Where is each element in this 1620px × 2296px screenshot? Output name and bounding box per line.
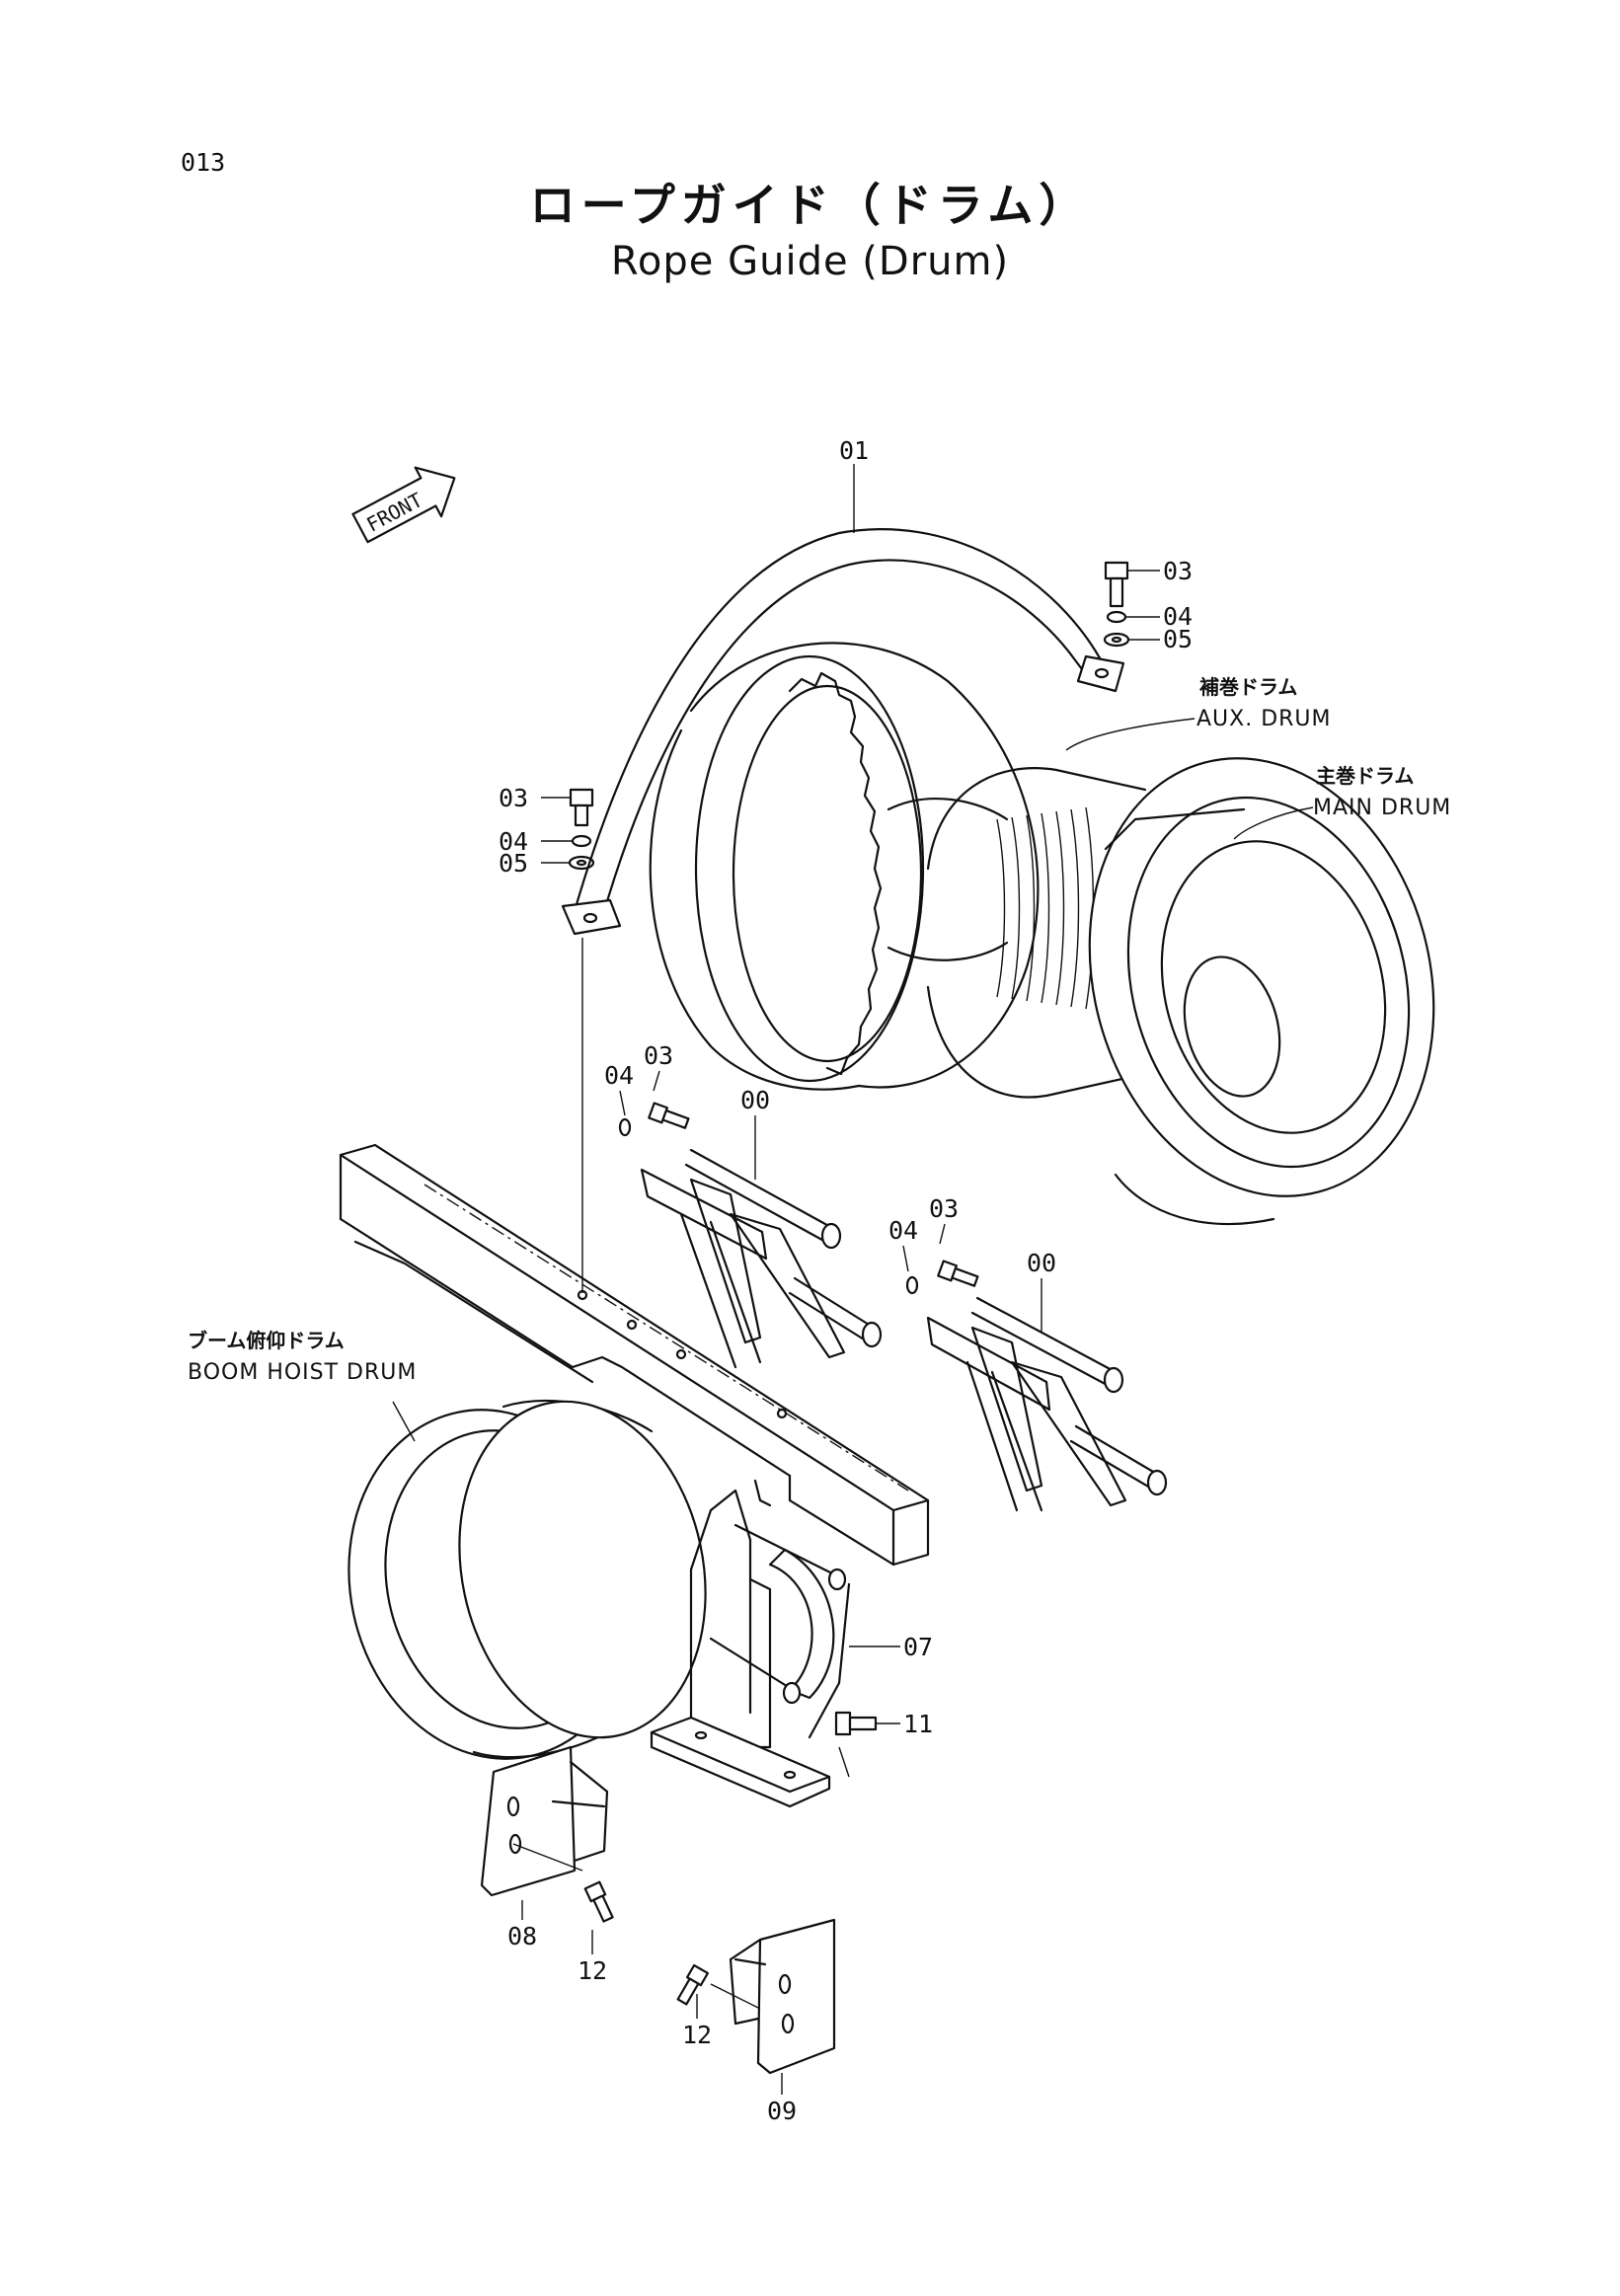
callout-11: 11 bbox=[903, 1710, 933, 1738]
callout-05-top: 05 bbox=[1163, 625, 1193, 653]
lock-washer-icon bbox=[905, 1275, 919, 1295]
rope-guide-bracket-2 bbox=[926, 1296, 1168, 1512]
callout-04-left: 04 bbox=[499, 827, 528, 856]
cross-beam bbox=[339, 1143, 930, 1567]
title-japanese: ロープガイド（ドラム） bbox=[529, 179, 1091, 232]
bolt-icon bbox=[937, 1260, 979, 1287]
callout-01: 01 bbox=[839, 436, 869, 465]
callout-03-left: 03 bbox=[499, 784, 528, 812]
drum-bracket bbox=[650, 1489, 851, 1808]
bolt-icon bbox=[676, 1963, 710, 2006]
callout-12-second: 12 bbox=[682, 2021, 712, 2049]
callout-04-top: 04 bbox=[1163, 602, 1193, 631]
plate-08 bbox=[480, 1745, 609, 1897]
boom-hoist-label-jp: ブーム俯仰ドラム bbox=[188, 1329, 345, 1352]
callout-numbers: 01 03 04 05 03 04 05 04 03 00 04 03 00 0… bbox=[499, 436, 1193, 2125]
bolt-icon bbox=[834, 1711, 878, 1736]
callout-09: 09 bbox=[767, 2097, 797, 2125]
callout-03-mid2: 03 bbox=[929, 1194, 959, 1223]
lock-washer-icon bbox=[571, 834, 592, 848]
bolt-icon bbox=[1104, 561, 1129, 608]
lock-washer-icon bbox=[1106, 610, 1127, 624]
callout-04-mid1: 04 bbox=[604, 1061, 634, 1090]
lock-washer-icon bbox=[618, 1117, 632, 1137]
main-drum-label-jp: 主巻ドラム bbox=[1316, 764, 1414, 788]
rope-guide-band bbox=[561, 528, 1125, 936]
rope-guide-bracket-1 bbox=[640, 1148, 883, 1369]
callout-05-left: 05 bbox=[499, 849, 528, 878]
aux-drum-label-en: AUX. DRUM bbox=[1196, 707, 1332, 731]
aux-drum bbox=[649, 642, 1040, 1091]
callout-12-first: 12 bbox=[578, 1956, 607, 1985]
main-drum-label-en: MAIN DRUM bbox=[1313, 796, 1451, 820]
callout-04-mid2: 04 bbox=[888, 1216, 918, 1245]
main-drum bbox=[926, 757, 1435, 1226]
front-marker-text: FRONT bbox=[362, 488, 425, 536]
flat-washer-icon bbox=[1103, 632, 1130, 648]
callout-03-top: 03 bbox=[1163, 557, 1193, 585]
bolt-icon bbox=[583, 1880, 614, 1923]
plate-09 bbox=[729, 1918, 836, 2075]
title-english: Rope Guide (Drum) bbox=[610, 239, 1010, 284]
leader-lines bbox=[392, 464, 1314, 2095]
front-arrow-icon: FRONT bbox=[351, 466, 456, 544]
component-labels: 補巻ドラム AUX. DRUM 主巻ドラム MAIN DRUM ブーム俯仰ドラム… bbox=[188, 675, 1451, 1385]
page-number: 013 bbox=[181, 148, 226, 177]
bolt-icon bbox=[569, 788, 594, 827]
callout-08: 08 bbox=[507, 1922, 537, 1951]
callout-00-first: 00 bbox=[740, 1086, 770, 1114]
callout-03-mid1: 03 bbox=[644, 1041, 673, 1070]
boom-hoist-drum bbox=[347, 1399, 707, 1760]
callout-00-second: 00 bbox=[1027, 1249, 1056, 1277]
aux-drum-label-jp: 補巻ドラム bbox=[1198, 675, 1297, 699]
boom-hoist-label-en: BOOM HOIST DRUM bbox=[188, 1360, 417, 1385]
callout-07: 07 bbox=[903, 1633, 933, 1661]
bolt-icon bbox=[648, 1102, 690, 1129]
